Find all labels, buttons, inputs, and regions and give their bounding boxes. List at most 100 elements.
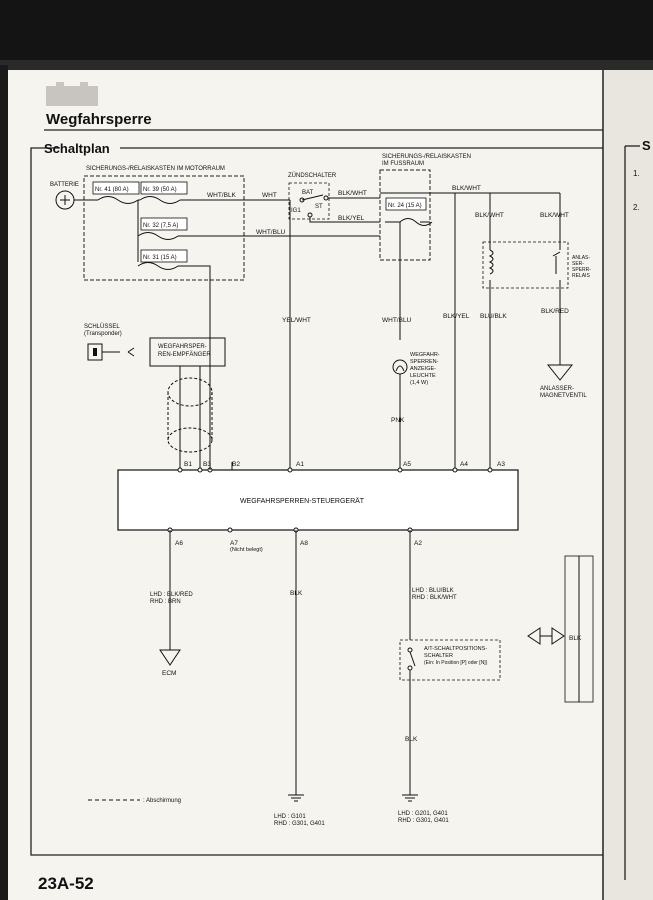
wire-blk-wht-foot: BLK/WHT [452, 185, 481, 192]
wire-blk-yel-2: BLK/YEL [443, 313, 470, 320]
at-switch-label: A/T-SCHALTPOSITIONS- [424, 646, 487, 652]
wire-wht-blu: WHT/BLU [256, 229, 286, 236]
fuse-box-foot [379, 169, 431, 261]
page-title: Wegfahrsperre [46, 111, 152, 128]
relay-label: SPERR- [572, 267, 591, 273]
at-switch-label: (Ein: In Position [P] oder [N]) [424, 660, 488, 666]
wire-yel-wht: YEL/WHT [282, 317, 311, 324]
next-column-title: S [642, 138, 651, 153]
relay-label: RELAIS [572, 273, 590, 279]
wire-blk-a8: BLK [290, 590, 303, 597]
left-dark-edge [0, 65, 8, 900]
indicator-label: LEUCHTE [410, 373, 436, 379]
pin-a7-not-used: (Nicht belegt) [230, 547, 263, 553]
wire-blu-blk: BLU/BLK [480, 313, 507, 320]
indicator-label: (1,4 W) [410, 380, 428, 386]
ignition-switch-label: ZÜNDSCHALTER [288, 172, 337, 179]
starter-relay [482, 241, 569, 289]
relay-label: SER- [572, 261, 584, 267]
a6-wire-lhd: LHD : BLK/RED [150, 592, 193, 598]
wire-wht: WHT [262, 192, 277, 199]
relay-label: ANLAS- [572, 255, 590, 261]
pin-b3: B3 [203, 461, 211, 468]
pin-a7: A7 [230, 540, 238, 547]
starter-solenoid-symbol [546, 364, 574, 381]
wire-wht-blu-2: WHT/BLU [382, 317, 412, 324]
starter-label: ANLASSER- [540, 386, 574, 392]
key-label: (Transponder) [84, 331, 122, 337]
pin-a5: A5 [403, 461, 411, 468]
fuse-box-foot-label: IM FUSSRAUM [382, 161, 424, 167]
fuse-41 [97, 196, 139, 204]
shield-legend-label: : Abschirmung [143, 798, 181, 804]
ign-ig1-terminal: IG1 [291, 208, 301, 214]
immobilizer-receiver [149, 337, 226, 367]
double-arrow-icon [527, 627, 565, 645]
indicator-label: WEGFAHR- [410, 352, 440, 358]
ground-right-rhd: RHD : G301, G401 [398, 818, 449, 824]
pin-a2: A2 [414, 540, 422, 547]
ground-right-lhd: LHD : G201, G401 [398, 811, 448, 817]
indicator-label: SPERREN- [410, 359, 439, 365]
fuse-box-foot-label: SICHERUNGS-/RELAISKASTEN [382, 154, 471, 160]
pin-b2: B2 [232, 461, 240, 468]
battery-label: BATTERIE [50, 182, 79, 188]
fuse-box-motor-label: SICHERUNGS-/RELAISKASTEN IM MOTORRAUM [86, 166, 225, 172]
next-column-item: 1. [633, 169, 640, 178]
wire-blk-wht-relay2: BLK/WHT [540, 212, 569, 219]
a2-wire-rhd: RHD : BLK/WHT [412, 595, 457, 601]
wire-blk-lower: BLK [405, 736, 418, 743]
ecm-symbol [159, 649, 181, 666]
wire-blk-red: BLK/RED [541, 308, 569, 315]
pin-a4: A4 [460, 461, 468, 468]
a2-wire-lhd: LHD : BLU/BLK [412, 588, 454, 594]
fuse-32-label: Nr. 32 (7,5 A) [143, 223, 178, 229]
indicator-label: ANZEIGE- [410, 366, 436, 372]
fuse-box-motor [83, 175, 245, 281]
pin-a6: A6 [175, 540, 183, 547]
fuse-32 [137, 232, 179, 240]
fuse-39-label: Nr. 39 (50 A) [143, 187, 177, 193]
at-switch-label: SCHALTER [424, 653, 453, 659]
battery-header-icon [46, 82, 98, 106]
fuse-31 [137, 262, 179, 270]
fuse-24 [399, 218, 433, 226]
wire-blk-yel: BLK/YEL [338, 215, 365, 222]
ground-symbol-right [402, 794, 418, 802]
transponder-key-icon [87, 343, 120, 361]
wire-pnk: PNK [391, 417, 405, 424]
at-position-switch [399, 639, 501, 681]
wire-blk-right: BLK [569, 635, 582, 642]
wire-blk-wht: BLK/WHT [338, 190, 367, 197]
next-column-item: 2. [633, 203, 640, 212]
next-page-edge [603, 70, 653, 900]
ignition-switch [288, 182, 330, 220]
pin-a1: A1 [296, 461, 304, 468]
ground-left-lhd: LHD : G101 [274, 814, 306, 820]
fuse-24-label: Nr. 24 (15 A) [388, 203, 422, 209]
pin-a3: A3 [497, 461, 505, 468]
pin-b1: B1 [184, 461, 192, 468]
ign-bat-terminal: BAT [302, 190, 314, 196]
pin-a8: A8 [300, 540, 308, 547]
section-title: Schaltplan [44, 141, 110, 156]
key-label: SCHLÜSSEL [84, 323, 120, 330]
page-number: 23A-52 [38, 874, 94, 893]
fuse-41-label: Nr. 41 (80 A) [95, 187, 129, 193]
wire-blk-wht-relay: BLK/WHT [475, 212, 504, 219]
wire-wht-blk: WHT/BLK [207, 192, 237, 199]
ign-st-terminal: ST [315, 204, 323, 210]
starter-label: MAGNETVENTIL [540, 393, 587, 399]
immobilizer-control-unit [117, 469, 519, 531]
receiver-label: WEGFAHRSPER- [158, 344, 207, 350]
fuse-31-label: Nr. 31 (15 A) [143, 255, 177, 261]
control-unit-label: WEGFAHRSPERREN-STEUERGERÄT [240, 497, 365, 505]
a6-wire-rhd: RHD : BRN [150, 599, 181, 605]
receiver-label: REN-EMPFÄNGER [158, 351, 211, 358]
ground-symbol-left [288, 794, 304, 802]
pins-top [177, 467, 493, 473]
fuse-39 [139, 196, 181, 204]
ecm-label: ECM [162, 670, 176, 677]
